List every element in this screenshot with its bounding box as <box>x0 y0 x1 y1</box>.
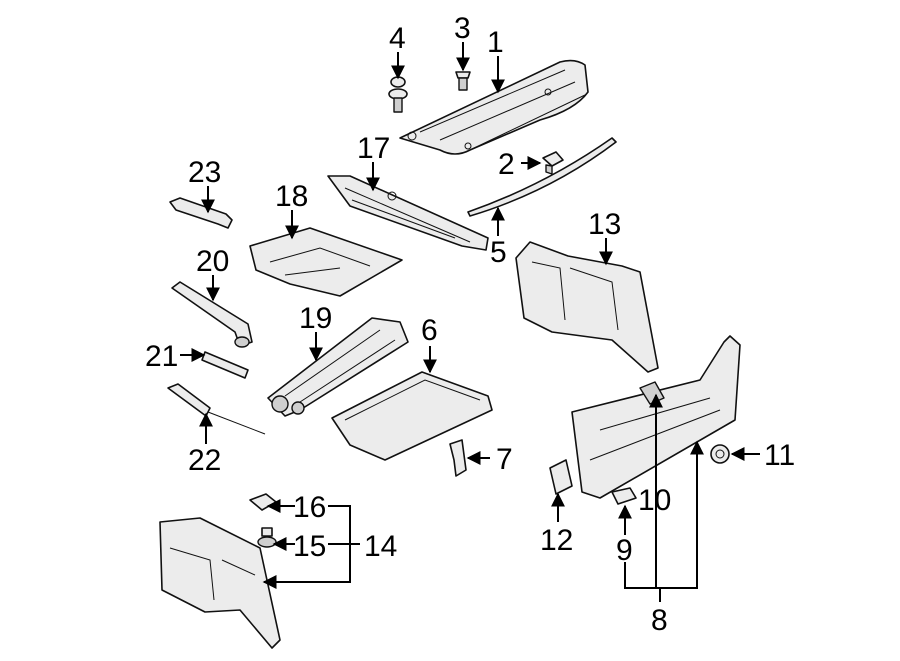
jack-part <box>267 317 409 417</box>
callout-6: 6 <box>421 314 438 347</box>
callout-labels: 1 2 3 4 5 6 7 8 9 10 11 12 13 14 15 16 1… <box>145 12 795 637</box>
callout-9: 9 <box>616 534 633 567</box>
callout-22: 22 <box>188 444 221 477</box>
bracket-part <box>542 151 564 175</box>
trim-panel-part <box>327 175 489 251</box>
quarter-trim-panel-part <box>515 241 659 373</box>
nut-15-part <box>257 527 277 548</box>
callout-14: 14 <box>364 530 397 563</box>
retainer-12-part <box>549 459 573 495</box>
callout-4: 4 <box>389 22 406 55</box>
callout-10: 10 <box>638 484 671 517</box>
callout-20: 20 <box>196 245 229 278</box>
weatherstrip-part <box>467 137 617 217</box>
callout-3: 3 <box>454 12 471 45</box>
cap-16-part <box>249 493 277 511</box>
screwdriver-part <box>167 383 266 435</box>
callout-15: 15 <box>293 530 326 563</box>
callout-11: 11 <box>764 439 795 472</box>
callout-8: 8 <box>651 604 668 637</box>
callout-2: 2 <box>498 148 515 181</box>
callout-16: 16 <box>293 491 326 524</box>
callout-13: 13 <box>588 208 621 241</box>
callout-23: 23 <box>188 156 221 189</box>
open-wrench-part <box>169 197 233 229</box>
callout-5: 5 <box>490 236 507 269</box>
callout-17: 17 <box>357 132 390 165</box>
lug-wrench-part <box>171 281 253 348</box>
callout-12: 12 <box>540 524 573 557</box>
fastener-part <box>388 76 408 113</box>
extension-bar-part <box>201 351 249 379</box>
grommet-part <box>710 444 730 464</box>
trunk-mat-part <box>331 371 493 461</box>
side-trim-panel-part <box>159 517 281 649</box>
spare-tire-cover-part <box>249 227 403 297</box>
clip-7-part <box>449 439 467 477</box>
clip-part <box>455 71 471 91</box>
callout-18: 18 <box>275 180 308 213</box>
callout-21: 21 <box>145 340 178 373</box>
leader-lines <box>180 42 760 602</box>
callout-7: 7 <box>496 443 513 476</box>
callout-1: 1 <box>487 26 504 59</box>
callout-19: 19 <box>299 302 332 335</box>
plug-9-part <box>611 487 637 505</box>
package-tray-part <box>399 59 589 155</box>
